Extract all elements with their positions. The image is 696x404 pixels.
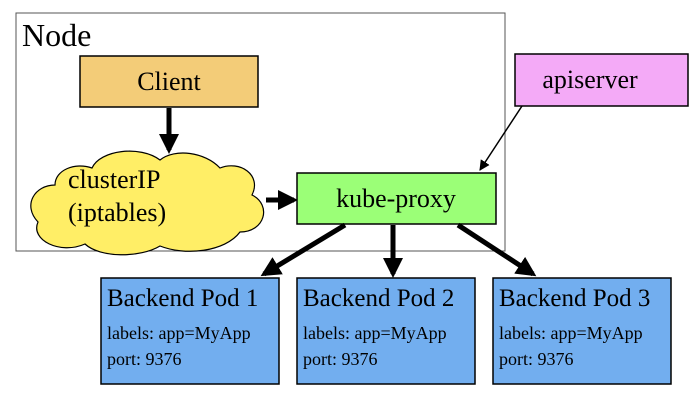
backend-pod-1-title: Backend Pod 1 <box>107 285 258 312</box>
backend-pod-3-title: Backend Pod 3 <box>499 285 650 312</box>
client-box <box>79 55 259 108</box>
client-label: Client <box>137 67 201 96</box>
clusterip-cloud <box>30 150 265 256</box>
apiserver-label: apiserver <box>542 65 638 94</box>
apiserver-to-kubeproxy-arrow <box>479 105 523 171</box>
backend-pod-3-labels: labels: app=MyApp <box>499 323 643 343</box>
backend-pod-2-box <box>296 277 476 385</box>
backend-pod-3: Backend Pod 3 labels: app=MyApp port: 93… <box>492 277 672 385</box>
backend-pod-2: Backend Pod 2 labels: app=MyApp port: 93… <box>296 277 476 385</box>
backend-pod-2-port: port: 9376 <box>303 349 378 369</box>
backend-pod-3-port: port: 9376 <box>499 349 574 369</box>
backend-pod-2-title: Backend Pod 2 <box>303 285 454 312</box>
backend-pod-2-labels: labels: app=MyApp <box>303 323 447 343</box>
backend-pod-1-port: port: 9376 <box>107 349 182 369</box>
kubeproxy-to-pod3-arrow <box>456 222 537 277</box>
kubeproxy-to-pod1-arrow <box>260 222 347 277</box>
clusterip-label-line1: clusterIP <box>68 165 160 194</box>
backend-pod-1-box <box>100 277 280 385</box>
apiserver-box <box>514 53 689 107</box>
backend-pod-1-labels: labels: app=MyApp <box>107 323 251 343</box>
clusterip-label-line2: (iptables) <box>68 198 166 227</box>
node-title: Node <box>22 17 91 53</box>
backend-pod-3-box <box>492 277 672 385</box>
kube-proxy-box <box>296 172 497 225</box>
backend-pod-1: Backend Pod 1 labels: app=MyApp port: 93… <box>100 277 280 385</box>
kube-proxy-label: kube-proxy <box>336 184 456 213</box>
